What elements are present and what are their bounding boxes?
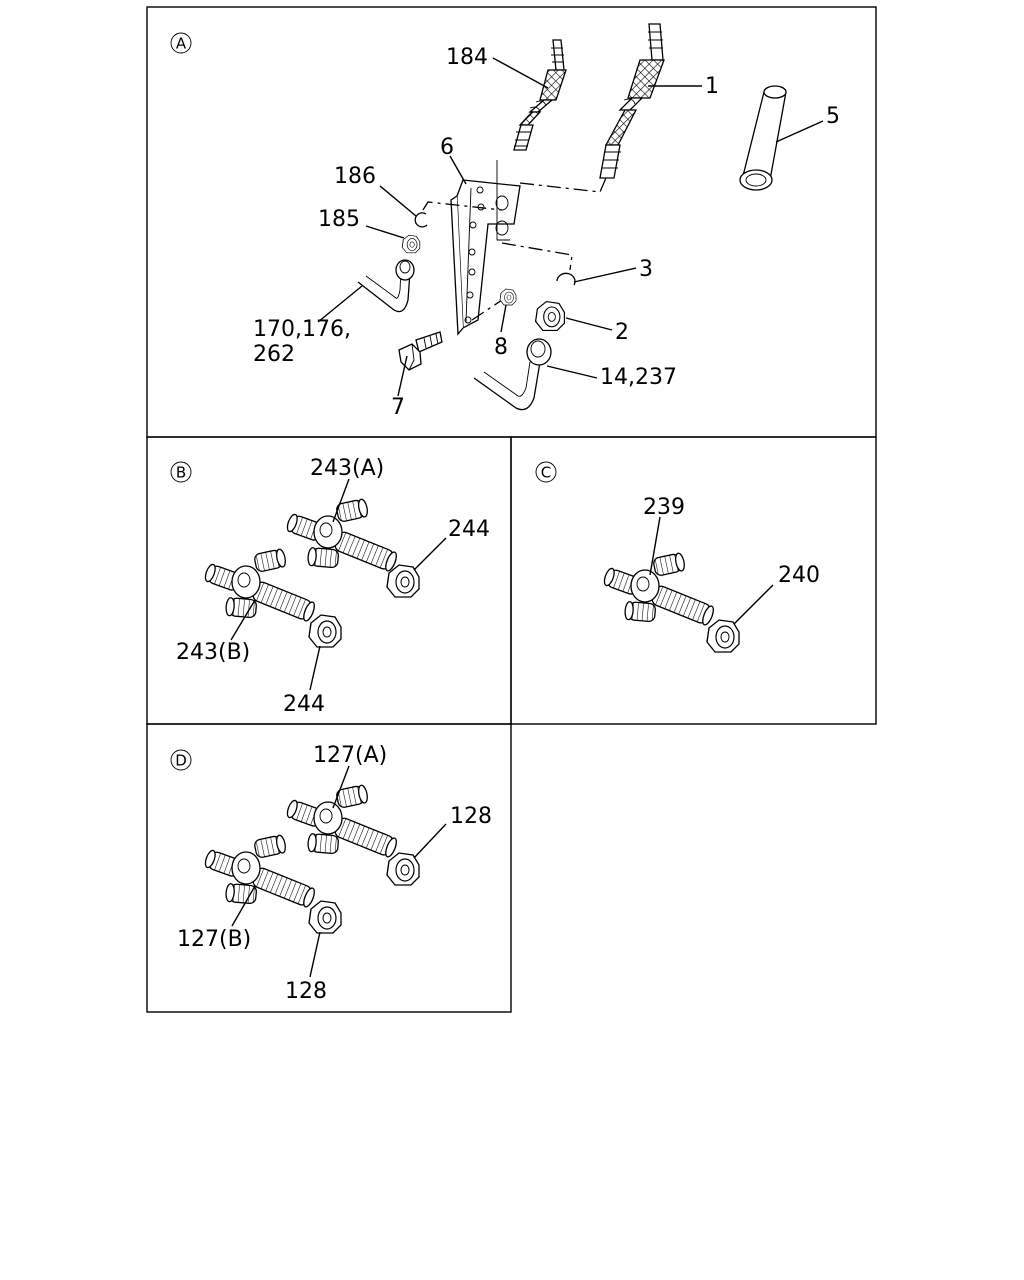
panel-frames xyxy=(146,6,877,1013)
panel-a-badge: A xyxy=(170,32,192,54)
label-185: 185 xyxy=(318,207,360,232)
panel-c-frame xyxy=(510,436,877,725)
label-127a: 127(A) xyxy=(313,743,387,768)
tube-5 xyxy=(739,85,787,191)
nut-128-bottom xyxy=(308,900,342,934)
panel-a-leaders xyxy=(317,57,824,397)
label-243b: 243(B) xyxy=(176,640,250,665)
clip-186 xyxy=(414,212,428,228)
panel-c-leaders xyxy=(649,516,774,625)
panel-c-id: C xyxy=(541,464,551,482)
nut-185 xyxy=(401,234,421,254)
panel-b-leaders xyxy=(230,478,447,691)
nut-8 xyxy=(499,288,517,306)
label-127b: 127(B) xyxy=(177,927,251,952)
panel-b-id: B xyxy=(176,464,186,482)
bracket-6 xyxy=(450,160,521,336)
nut-240 xyxy=(706,619,740,653)
panel-d-badge: D xyxy=(170,749,192,771)
panel-d-id: D xyxy=(175,752,187,770)
panel-b: B 243(A) 244 243(B) 244 xyxy=(170,456,490,717)
fitting-243b xyxy=(202,547,318,623)
nut-2 xyxy=(535,301,565,331)
label-3: 3 xyxy=(639,257,653,282)
fitting-127a xyxy=(284,783,400,859)
panel-c-badge: C xyxy=(535,461,557,483)
hose-1 xyxy=(599,23,665,179)
fitting-127b xyxy=(202,833,318,909)
label-8: 8 xyxy=(494,335,508,360)
label-170-176-line1: 170,176, xyxy=(253,317,351,342)
label-239: 239 xyxy=(643,495,685,520)
panel-d: D 127(A) 128 127(B) 128 xyxy=(170,743,492,1004)
label-7: 7 xyxy=(391,395,405,420)
panel-c: C 239 240 xyxy=(535,461,820,653)
label-240: 240 xyxy=(778,563,820,588)
bolt-7 xyxy=(398,331,443,371)
label-5: 5 xyxy=(826,104,840,129)
label-1: 1 xyxy=(705,74,719,99)
pipe-14-237 xyxy=(473,338,552,411)
panel-b-badge: B xyxy=(170,461,192,483)
nut-244-bottom xyxy=(308,614,342,648)
fitting-243a xyxy=(284,497,400,573)
label-243a: 243(A) xyxy=(310,456,384,481)
label-244-top: 244 xyxy=(448,517,490,542)
label-170-176-line2: 262 xyxy=(253,342,295,367)
panel-a: A xyxy=(170,23,840,420)
label-14-237: 14,237 xyxy=(600,365,677,390)
panel-d-frame xyxy=(146,723,512,1013)
panel-d-leaders xyxy=(231,765,447,978)
panel-a-id: A xyxy=(176,35,187,53)
label-128-bottom: 128 xyxy=(285,979,327,1004)
label-128-top: 128 xyxy=(450,804,492,829)
label-6: 6 xyxy=(440,135,454,160)
label-186: 186 xyxy=(334,164,376,189)
label-2: 2 xyxy=(615,320,629,345)
pipe-170-176-262 xyxy=(357,259,415,313)
label-244-bottom: 244 xyxy=(283,692,325,717)
label-184: 184 xyxy=(446,45,488,70)
fitting-239 xyxy=(601,551,717,627)
clip-3 xyxy=(556,272,576,286)
hose-184 xyxy=(513,39,567,151)
